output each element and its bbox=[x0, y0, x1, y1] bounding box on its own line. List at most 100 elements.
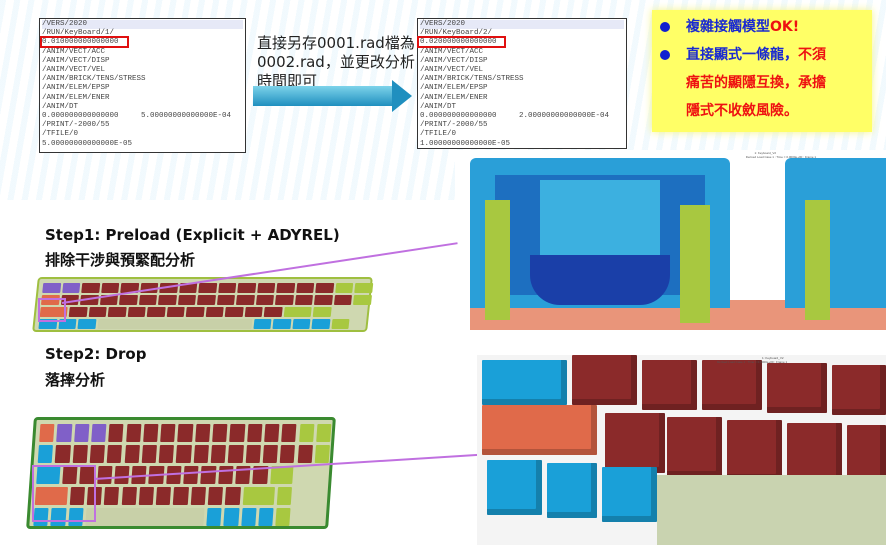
code-line: 0.020000000000000 bbox=[420, 38, 497, 47]
keycap bbox=[572, 355, 637, 405]
callout-line: 0002.rad，並更改分析 bbox=[257, 53, 415, 71]
keycap bbox=[294, 295, 313, 305]
bullet-icon bbox=[660, 50, 670, 60]
keyboard-model-preload bbox=[32, 277, 373, 332]
keycap bbox=[334, 283, 354, 293]
keycap bbox=[315, 424, 332, 442]
keycap bbox=[547, 463, 597, 518]
keycap bbox=[96, 466, 113, 484]
selection-box-drop bbox=[32, 465, 96, 522]
highlight-box-after bbox=[417, 36, 506, 48]
keycap bbox=[279, 445, 296, 463]
keycap bbox=[602, 467, 657, 522]
keycap bbox=[258, 508, 274, 526]
keycap bbox=[312, 307, 332, 317]
keycap bbox=[264, 424, 280, 442]
keycap bbox=[297, 445, 313, 463]
keycap bbox=[352, 295, 372, 305]
bullet-icon bbox=[660, 22, 670, 32]
code-line: /PRINT/-2000/55 bbox=[42, 121, 110, 130]
keycap bbox=[225, 487, 241, 505]
keycap bbox=[667, 417, 722, 477]
viewport-frame-label: Derived Load Case 1 : Time = 0.0000e+00 … bbox=[745, 155, 816, 159]
keycap bbox=[223, 508, 240, 526]
keycap bbox=[333, 295, 352, 305]
keycap bbox=[311, 319, 330, 329]
keycap bbox=[103, 487, 120, 505]
code-line: /RUN/KeyBoard/2/ bbox=[420, 29, 493, 38]
code-line: 0.010000000000000 bbox=[42, 38, 119, 47]
keycap bbox=[212, 424, 228, 442]
keycap bbox=[157, 295, 177, 305]
keycap bbox=[108, 424, 124, 442]
keycap bbox=[832, 365, 886, 415]
code-line: /ANIM/VECT/ACC bbox=[42, 47, 106, 56]
keycap bbox=[767, 363, 827, 413]
keycap bbox=[88, 307, 107, 317]
code-line: /PRINT/-2000/55 bbox=[420, 121, 488, 130]
code-line: /ANIM/ELEM/ENER bbox=[420, 93, 488, 102]
keycap bbox=[235, 295, 255, 305]
keycap bbox=[77, 319, 96, 329]
keycap bbox=[605, 413, 665, 473]
keycap bbox=[146, 307, 166, 317]
keycap bbox=[176, 445, 192, 463]
code-line: /ANIM/VECT/VEL bbox=[420, 66, 484, 75]
keycap bbox=[262, 445, 279, 463]
keycap bbox=[138, 295, 157, 305]
keycap bbox=[255, 295, 274, 305]
keycap bbox=[291, 319, 311, 329]
keycap bbox=[482, 360, 567, 405]
keycap bbox=[272, 319, 291, 329]
code-line: /ANIM/BRICK/TENS/STRESS bbox=[420, 75, 524, 84]
keycap bbox=[263, 307, 283, 317]
code-line: /ANIM/VECT/VEL bbox=[42, 66, 106, 75]
keycap bbox=[56, 424, 73, 442]
keycap bbox=[200, 466, 217, 484]
keycap bbox=[107, 307, 127, 317]
keycap bbox=[100, 283, 120, 293]
code-line: /ANIM/ELEM/EPSP bbox=[420, 84, 488, 93]
code-line: 5.00000000000000E-05 bbox=[42, 139, 133, 148]
keycap bbox=[173, 487, 189, 505]
bullet-text: 複雜接觸模型 bbox=[686, 19, 770, 35]
arrow-right-icon bbox=[253, 86, 393, 106]
keycap bbox=[185, 307, 205, 317]
keycap bbox=[72, 445, 88, 463]
step1-title: Step1: Preload (Explicit + ADYREL) bbox=[45, 226, 340, 244]
keycap bbox=[245, 445, 261, 463]
keycap bbox=[91, 424, 107, 442]
keycap bbox=[210, 445, 227, 463]
code-line: /ANIM/DT bbox=[420, 102, 457, 111]
code-line: /ANIM/VECT/DISP bbox=[420, 56, 488, 65]
keycap bbox=[42, 283, 61, 293]
keycap bbox=[155, 487, 172, 505]
keycap bbox=[274, 295, 294, 305]
keycap bbox=[166, 307, 185, 317]
keycap bbox=[206, 508, 222, 526]
code-line: /RUN/KeyBoard/1/ bbox=[42, 29, 115, 38]
viewport-label: 1: Keyboard_V2 bbox=[754, 151, 776, 155]
code-line: 0.000000000000000 2.00000000000000E-04 bbox=[420, 112, 610, 121]
keycap bbox=[194, 424, 211, 442]
keycap bbox=[642, 360, 697, 410]
keycap bbox=[229, 424, 246, 442]
keycap bbox=[354, 283, 373, 293]
code-line: /ANIM/ELEM/EPSP bbox=[42, 84, 110, 93]
keycap bbox=[330, 319, 350, 329]
keycap bbox=[227, 445, 244, 463]
keycap bbox=[124, 445, 140, 463]
drop-zoom-view: 1: Keyboard_V2 Derived Load Case 1 : Tim… bbox=[477, 355, 886, 545]
keycap bbox=[252, 319, 272, 329]
keycap bbox=[127, 307, 146, 317]
keycap bbox=[177, 295, 196, 305]
keycap bbox=[314, 445, 331, 463]
keycap bbox=[787, 423, 842, 483]
code-line: /ANIM/ELEM/ENER bbox=[42, 93, 110, 102]
callout-text: 直接另存0001.rad檔為 0002.rad，並更改分析 時間即可 bbox=[257, 34, 415, 91]
keycap bbox=[315, 283, 334, 293]
code-before: /VERS/2020/RUN/KeyBoard/1/0.010000000000… bbox=[39, 18, 246, 153]
keycap bbox=[198, 283, 217, 293]
keycap bbox=[177, 424, 194, 442]
step1-subtitle: 排除干涉與預緊配分析 bbox=[45, 251, 196, 269]
